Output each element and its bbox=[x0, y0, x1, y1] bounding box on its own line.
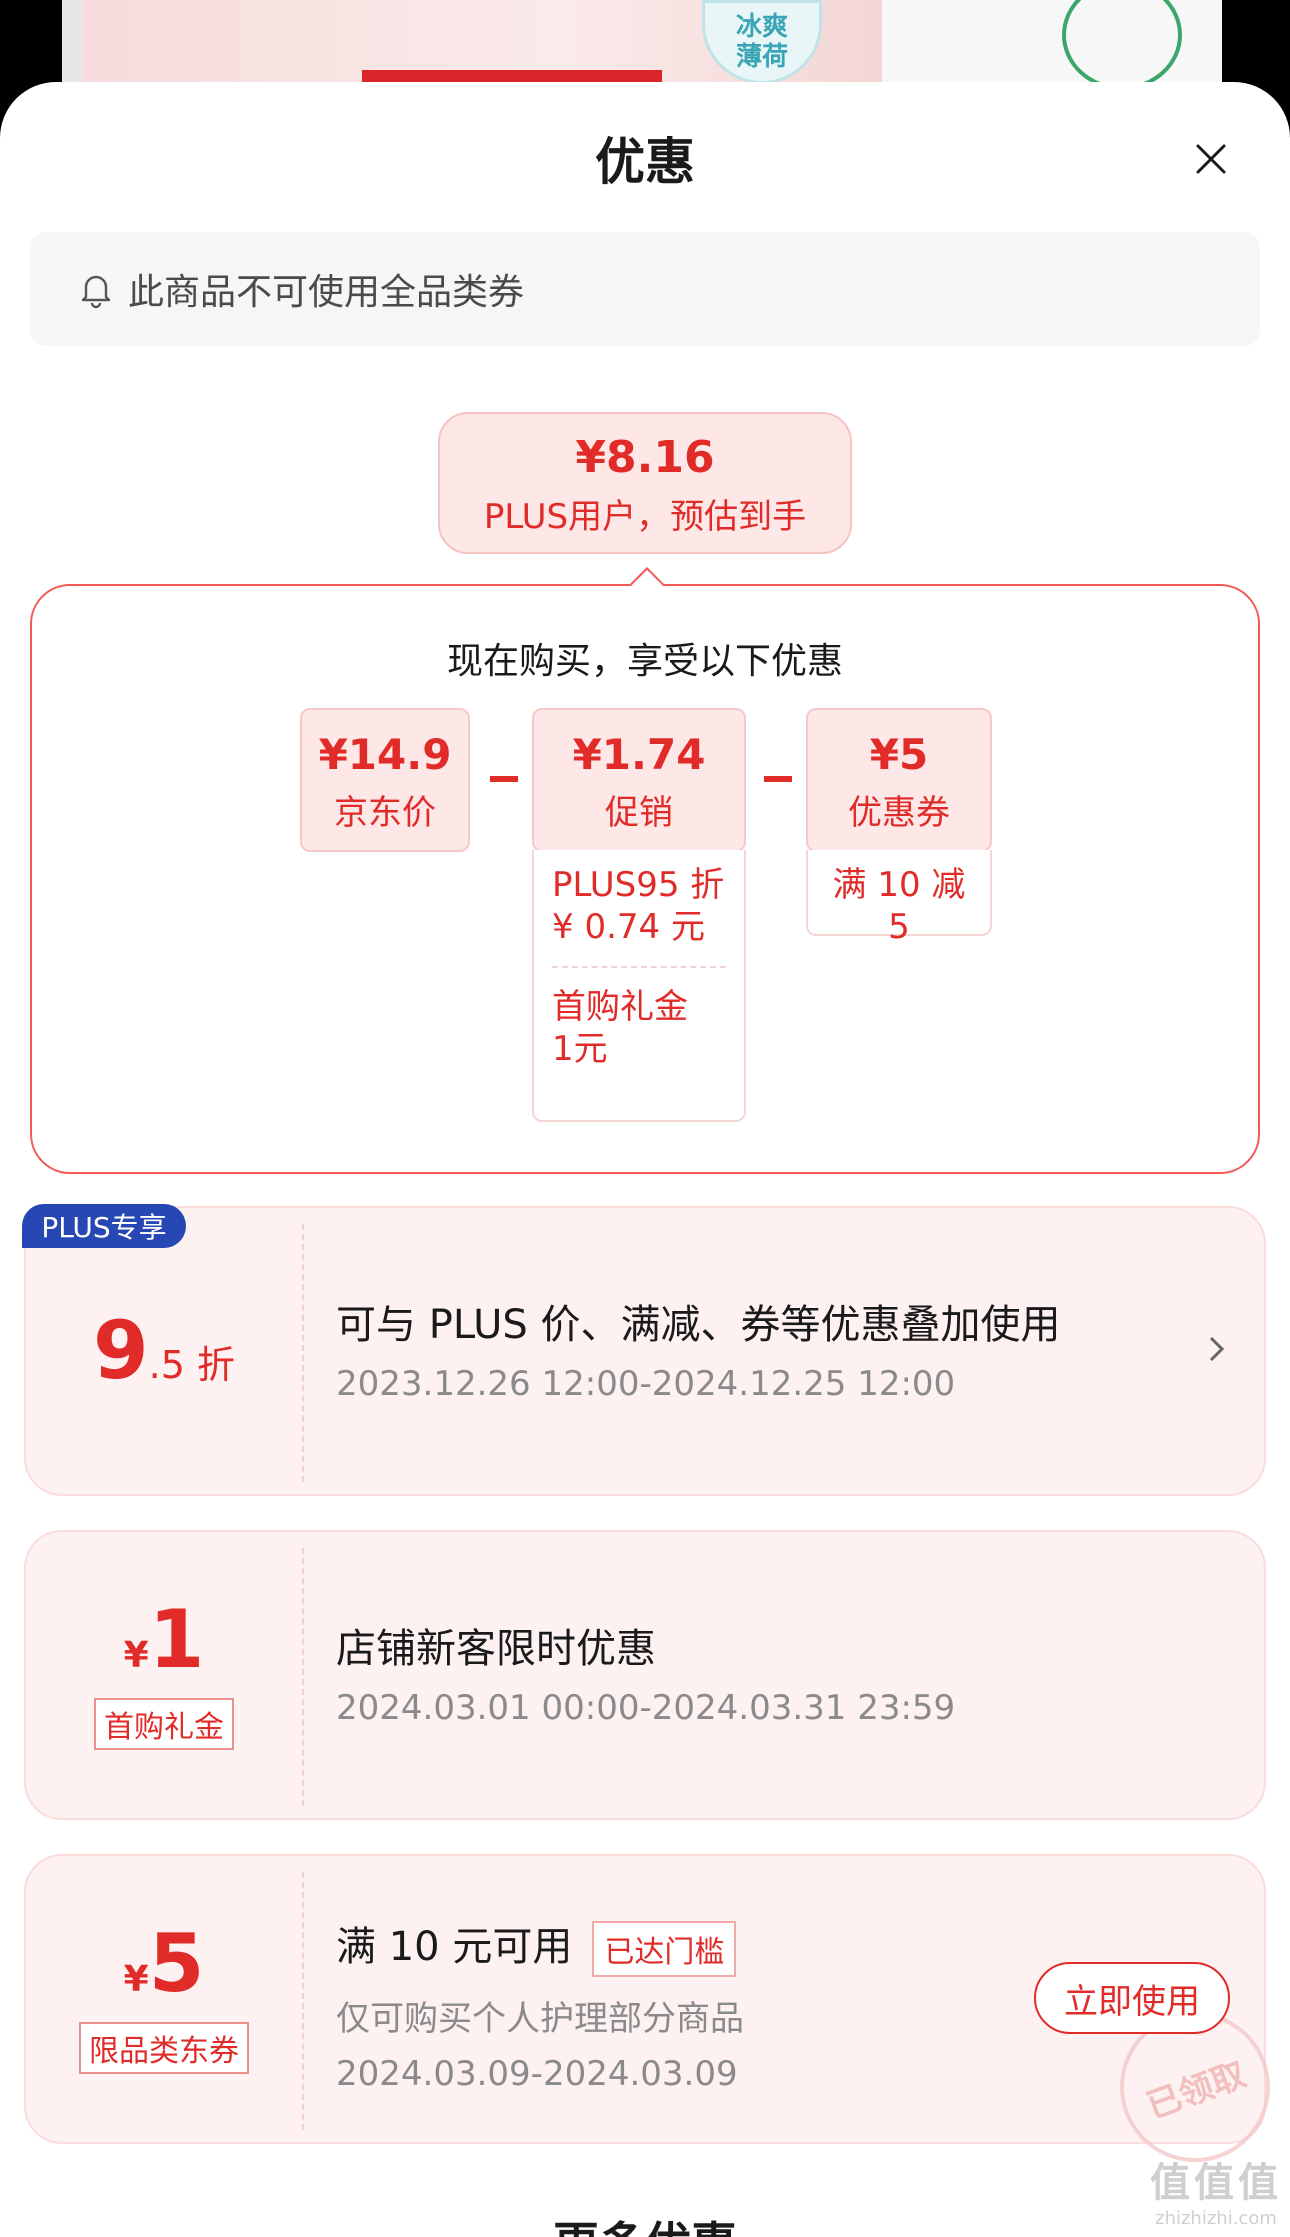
watermark: 值值值 zhizhizhi.com bbox=[1150, 2150, 1282, 2229]
promo-detail-line2: 1元 bbox=[552, 1029, 608, 1069]
coupon-divider bbox=[302, 1224, 304, 1482]
use-now-button[interactable]: 立即使用 bbox=[1034, 1962, 1230, 2034]
coupon-type-badge: 限品类东券 bbox=[79, 2022, 249, 2074]
bubble-pointer bbox=[630, 567, 664, 601]
discount-big: 9 bbox=[92, 1304, 149, 1397]
product-tag-line1: 冰爽 bbox=[735, 12, 788, 42]
divider bbox=[552, 966, 726, 968]
notice-text: 此商品不可使用全品类券 bbox=[128, 272, 525, 313]
card-jd-price: ¥14.9 京东价 bbox=[300, 708, 470, 852]
promo-detail-line1: PLUS95 折 bbox=[552, 865, 725, 905]
coupon-scope: 仅可购买个人护理部分商品 bbox=[336, 1999, 744, 2039]
coupon-period: 2024.03.09-2024.03.09 bbox=[336, 2054, 738, 2094]
card-coupon: ¥5 优惠券 bbox=[806, 708, 992, 852]
coupon-details: 满 10 减 5 bbox=[806, 850, 992, 947]
card-promotion: ¥1.74 促销 bbox=[532, 708, 746, 852]
coupon-amount: ¥5 限品类东券 bbox=[26, 1856, 302, 2142]
discount-value: 9.5 折 bbox=[93, 1311, 235, 1391]
amount-value: ¥1 bbox=[124, 1600, 205, 1680]
card-value: ¥5 bbox=[869, 730, 929, 779]
discount-sheet: 优惠 此商品不可使用全品类券 ¥8.16 PLUS用户，预估到手 现在购买，享受… bbox=[0, 82, 1290, 2237]
promo-detail-first-purchase: 首购礼金 1元 bbox=[534, 972, 744, 1084]
bell-icon bbox=[81, 275, 111, 309]
discount-breakdown: 现在购买，享受以下优惠 ¥14.9 京东价 ¥1.74 促销 PLUS95 折 … bbox=[30, 567, 1260, 1174]
coupon-detail: 满 10 减 5 bbox=[832, 865, 966, 947]
chevron-right-icon[interactable] bbox=[1206, 1332, 1228, 1366]
card-value: ¥1.74 bbox=[572, 730, 706, 779]
coupon-amount: ¥1 首购礼金 bbox=[26, 1532, 302, 1818]
card-name: 优惠券 bbox=[848, 793, 950, 833]
coupon-plus-discount[interactable]: 9.5 折 可与 PLUS 价、满减、券等优惠叠加使用 2023.12.26 1… bbox=[24, 1206, 1266, 1496]
amount-big: 5 bbox=[148, 1917, 205, 2010]
product-tag-line2: 薄荷 bbox=[735, 42, 788, 72]
notice-bar: 此商品不可使用全品类券 bbox=[30, 232, 1260, 346]
estimated-price-label: PLUS用户，预估到手 bbox=[483, 497, 807, 537]
card-value: ¥14.9 bbox=[318, 730, 452, 779]
plus-exclusive-tag: PLUS专享 bbox=[22, 1204, 186, 1248]
coupon-title: 店铺新客限时优惠 bbox=[336, 1626, 656, 1672]
card-name: 促销 bbox=[605, 793, 673, 833]
minus-sign bbox=[490, 776, 518, 782]
coupon-category: ¥5 限品类东券 满 10 元可用已达门槛 仅可购买个人护理部分商品 2024.… bbox=[24, 1854, 1290, 2184]
close-icon[interactable] bbox=[1194, 142, 1228, 176]
threshold-met-badge: 已达门槛 bbox=[592, 1921, 737, 1977]
promo-detail-plus: PLUS95 折 ¥ 0.74 元 bbox=[534, 850, 744, 962]
coupon-amount: 9.5 折 bbox=[26, 1208, 302, 1494]
coupon-period: 2024.03.01 00:00-2024.03.31 23:59 bbox=[336, 1688, 956, 1728]
coupon-title: 可与 PLUS 价、满减、券等优惠叠加使用 bbox=[336, 1302, 1061, 1348]
coupon-type-badge: 首购礼金 bbox=[94, 1698, 234, 1750]
promo-detail-line1: 首购礼金 bbox=[552, 987, 688, 1027]
amount-value: ¥5 bbox=[124, 1924, 205, 2004]
minus-sign bbox=[764, 776, 792, 782]
promo-detail-line2: ¥ 0.74 元 bbox=[552, 907, 705, 947]
currency-symbol: ¥ bbox=[123, 1959, 149, 2000]
coupon-text: 满 10 元可用已达门槛 仅可购买个人护理部分商品 2024.03.09-202… bbox=[336, 1914, 744, 2094]
estimated-price: ¥8.16 bbox=[575, 432, 715, 483]
coupon-first-purchase[interactable]: ¥1 首购礼金 店铺新客限时优惠 2024.03.01 00:00-2024.0… bbox=[24, 1530, 1266, 1820]
coupon-divider bbox=[302, 1548, 304, 1806]
coupon-text: 可与 PLUS 价、满减、券等优惠叠加使用 2023.12.26 12:00-2… bbox=[336, 1292, 1061, 1404]
amount-big: 1 bbox=[148, 1593, 205, 1686]
more-discounts-heading: 更多优惠 bbox=[0, 2208, 1290, 2237]
watermark-logo: 值值值 bbox=[1150, 2160, 1282, 2206]
currency-symbol: ¥ bbox=[123, 1635, 149, 1676]
promotion-details: PLUS95 折 ¥ 0.74 元 首购礼金 1元 bbox=[532, 850, 746, 1122]
card-name: 京东价 bbox=[334, 793, 436, 833]
coupon-period: 2023.12.26 12:00-2024.12.25 12:00 bbox=[336, 1364, 956, 1404]
watermark-url: zhizhizhi.com bbox=[1155, 2208, 1277, 2229]
coupon-divider bbox=[302, 1872, 304, 2130]
discount-small: .5 折 bbox=[148, 1343, 235, 1387]
coupon-title-row: 满 10 元可用已达门槛 bbox=[336, 1914, 744, 1977]
estimated-price-bubble: ¥8.16 PLUS用户，预估到手 bbox=[438, 412, 852, 554]
coupon-title: 满 10 元可用 bbox=[336, 1924, 573, 1970]
coupon-text: 店铺新客限时优惠 2024.03.01 00:00-2024.03.31 23:… bbox=[336, 1616, 955, 1728]
breakdown-heading: 现在购买，享受以下优惠 bbox=[446, 641, 843, 682]
sheet-title: 优惠 bbox=[595, 133, 695, 191]
